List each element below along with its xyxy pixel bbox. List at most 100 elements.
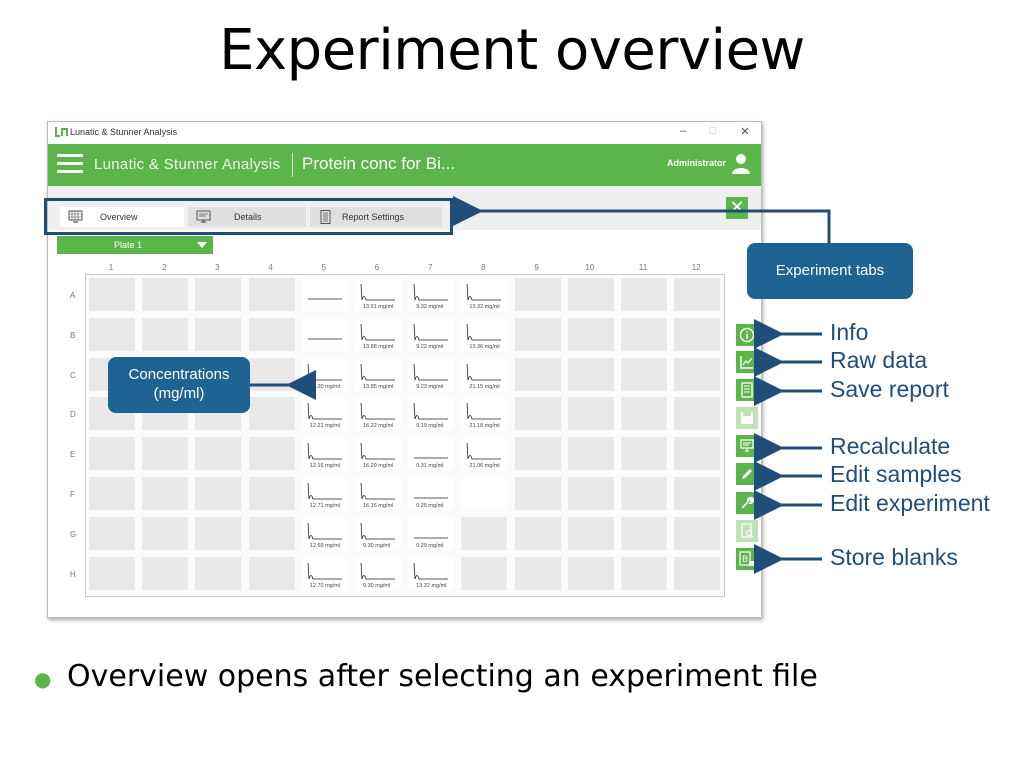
plate-well-f11[interactable] xyxy=(621,477,667,510)
plate-well-h10[interactable] xyxy=(567,556,614,590)
plate-well-b7[interactable]: 9.22 mg/ml xyxy=(408,317,455,351)
plate-well-h3[interactable] xyxy=(195,556,242,590)
close-experiment-button[interactable]: ✕ xyxy=(726,197,748,219)
plate-well-d4[interactable] xyxy=(248,397,295,431)
plate-well-h9[interactable] xyxy=(514,556,561,590)
plate-well-a7[interactable]: 9.32 mg/ml xyxy=(408,278,455,311)
plate-well-b3[interactable] xyxy=(195,317,242,351)
plate-well-d11[interactable] xyxy=(621,397,667,431)
plate-well-f5[interactable]: 12.71 mg/ml xyxy=(301,477,348,510)
plate-well-c6[interactable]: 13.85 mg/ml xyxy=(355,357,401,391)
tab-report-settings[interactable]: Report Settings xyxy=(310,207,442,227)
plate-well-e4[interactable] xyxy=(248,437,295,471)
user-name[interactable]: Administrator xyxy=(667,158,727,168)
plate-well-c4[interactable] xyxy=(248,357,295,391)
plate-well-e7[interactable]: 0.31 mg/ml xyxy=(408,437,455,471)
save-button[interactable] xyxy=(736,407,758,429)
plate-well-e8[interactable]: 21.06 mg/ml xyxy=(461,437,508,471)
plate-well-g6[interactable]: 9.30 mg/ml xyxy=(355,516,401,550)
plate-well-g5[interactable]: 12.69 mg/ml xyxy=(301,516,348,550)
plate-well-h12[interactable] xyxy=(674,556,721,590)
plate-well-a11[interactable] xyxy=(621,278,667,311)
plate-well-b10[interactable] xyxy=(567,317,614,351)
plate-well-h7[interactable]: 13.22 mg/ml xyxy=(408,556,455,590)
plate-well-a8[interactable]: 13.32 mg/ml xyxy=(461,278,508,311)
plate-well-a6[interactable]: 13.91 mg/ml xyxy=(355,278,401,311)
plate-well-g7[interactable]: 0.29 mg/ml xyxy=(408,516,455,550)
plate-well-f4[interactable] xyxy=(248,477,295,510)
plate-well-h8[interactable] xyxy=(461,556,508,590)
plate-well-d7[interactable]: 9.19 mg/ml xyxy=(408,397,455,431)
plate-well-e9[interactable] xyxy=(514,437,561,471)
plate-well-g11[interactable] xyxy=(621,516,667,550)
plate-well-f6[interactable]: 16.16 mg/ml xyxy=(355,477,401,510)
maximize-button[interactable]: □ xyxy=(709,125,717,137)
plate-well-c5[interactable]: 12.20 mg/ml xyxy=(301,357,348,391)
plate-well-b4[interactable] xyxy=(248,317,295,351)
plate-well-c8[interactable]: 21.15 mg/ml xyxy=(461,357,508,391)
plate-well-e6[interactable]: 16.20 mg/ml xyxy=(355,437,401,471)
plate-well-h2[interactable] xyxy=(142,556,189,590)
plate-well-a4[interactable] xyxy=(248,278,295,311)
edit-samples-button[interactable] xyxy=(736,463,758,485)
plate-well-c9[interactable] xyxy=(514,357,561,391)
plate-well-f7[interactable]: 0.25 mg/ml xyxy=(408,477,455,510)
edit-experiment-button[interactable] xyxy=(736,492,758,514)
plate-well-e11[interactable] xyxy=(621,437,667,471)
plate-well-h1[interactable] xyxy=(89,556,135,590)
plate-well-a2[interactable] xyxy=(142,278,189,311)
hamburger-menu-icon[interactable] xyxy=(57,154,83,176)
plate-well-b12[interactable] xyxy=(674,317,721,351)
plate-well-f12[interactable] xyxy=(674,477,721,510)
plate-well-a9[interactable] xyxy=(514,278,561,311)
plate-well-g2[interactable] xyxy=(142,516,189,550)
plate-well-a5[interactable] xyxy=(301,278,348,311)
plate-well-f9[interactable] xyxy=(514,477,561,510)
plate-well-e5[interactable]: 12.16 mg/ml xyxy=(301,437,348,471)
plate-well-d6[interactable]: 16.22 mg/ml xyxy=(355,397,401,431)
plate-well-g1[interactable] xyxy=(89,516,135,550)
close-window-button[interactable]: ✕ xyxy=(740,126,750,138)
plate-well-h6[interactable]: 9.30 mg/ml xyxy=(355,556,401,590)
plate-well-g3[interactable] xyxy=(195,516,242,550)
plate-well-e1[interactable] xyxy=(89,437,135,471)
plate-well-f2[interactable] xyxy=(142,477,189,510)
plate-well-e10[interactable] xyxy=(567,437,614,471)
tab-details[interactable]: Details xyxy=(188,207,306,227)
plate-well-b8[interactable]: 13.36 mg/ml xyxy=(461,317,508,351)
plate-well-b5[interactable] xyxy=(301,317,348,351)
plate-well-c7[interactable]: 9.23 mg/ml xyxy=(408,357,455,391)
plate-well-e12[interactable] xyxy=(674,437,721,471)
plate-well-c11[interactable] xyxy=(621,357,667,391)
recalculate-button[interactable] xyxy=(736,435,758,457)
plate-well-f3[interactable] xyxy=(195,477,242,510)
plate-well-g10[interactable] xyxy=(567,516,614,550)
store-blanks-button[interactable]: B xyxy=(736,548,758,570)
plate-well-f10[interactable] xyxy=(567,477,614,510)
tab-overview[interactable]: Overview xyxy=(60,207,184,227)
plate-well-g4[interactable] xyxy=(248,516,295,550)
plate-well-a1[interactable] xyxy=(89,278,135,311)
preview-button[interactable] xyxy=(736,520,758,542)
plate-well-g8[interactable] xyxy=(461,516,508,550)
plate-well-c12[interactable] xyxy=(674,357,721,391)
plate-well-a10[interactable] xyxy=(567,278,614,311)
plate-well-h11[interactable] xyxy=(621,556,667,590)
plate-well-h4[interactable] xyxy=(248,556,295,590)
plate-selector[interactable]: Plate 1 xyxy=(57,236,213,254)
plate-well-b6[interactable]: 13.88 mg/ml xyxy=(355,317,401,351)
plate-well-f1[interactable] xyxy=(89,477,135,510)
plate-well-g9[interactable] xyxy=(514,516,561,550)
plate-well-b11[interactable] xyxy=(621,317,667,351)
info-button[interactable] xyxy=(736,324,758,346)
plate-well-d9[interactable] xyxy=(514,397,561,431)
user-icon[interactable] xyxy=(731,153,751,175)
plate-well-f8[interactable] xyxy=(461,477,508,510)
plate-well-b2[interactable] xyxy=(142,317,189,351)
plate-well-g12[interactable] xyxy=(674,516,721,550)
plate-well-b9[interactable] xyxy=(514,317,561,351)
plate-well-d8[interactable]: 21.18 mg/ml xyxy=(461,397,508,431)
plate-well-d5[interactable]: 12.21 mg/ml xyxy=(301,397,348,431)
minimize-button[interactable]: – xyxy=(679,125,687,137)
plate-well-h5[interactable]: 12.70 mg/ml xyxy=(301,556,348,590)
